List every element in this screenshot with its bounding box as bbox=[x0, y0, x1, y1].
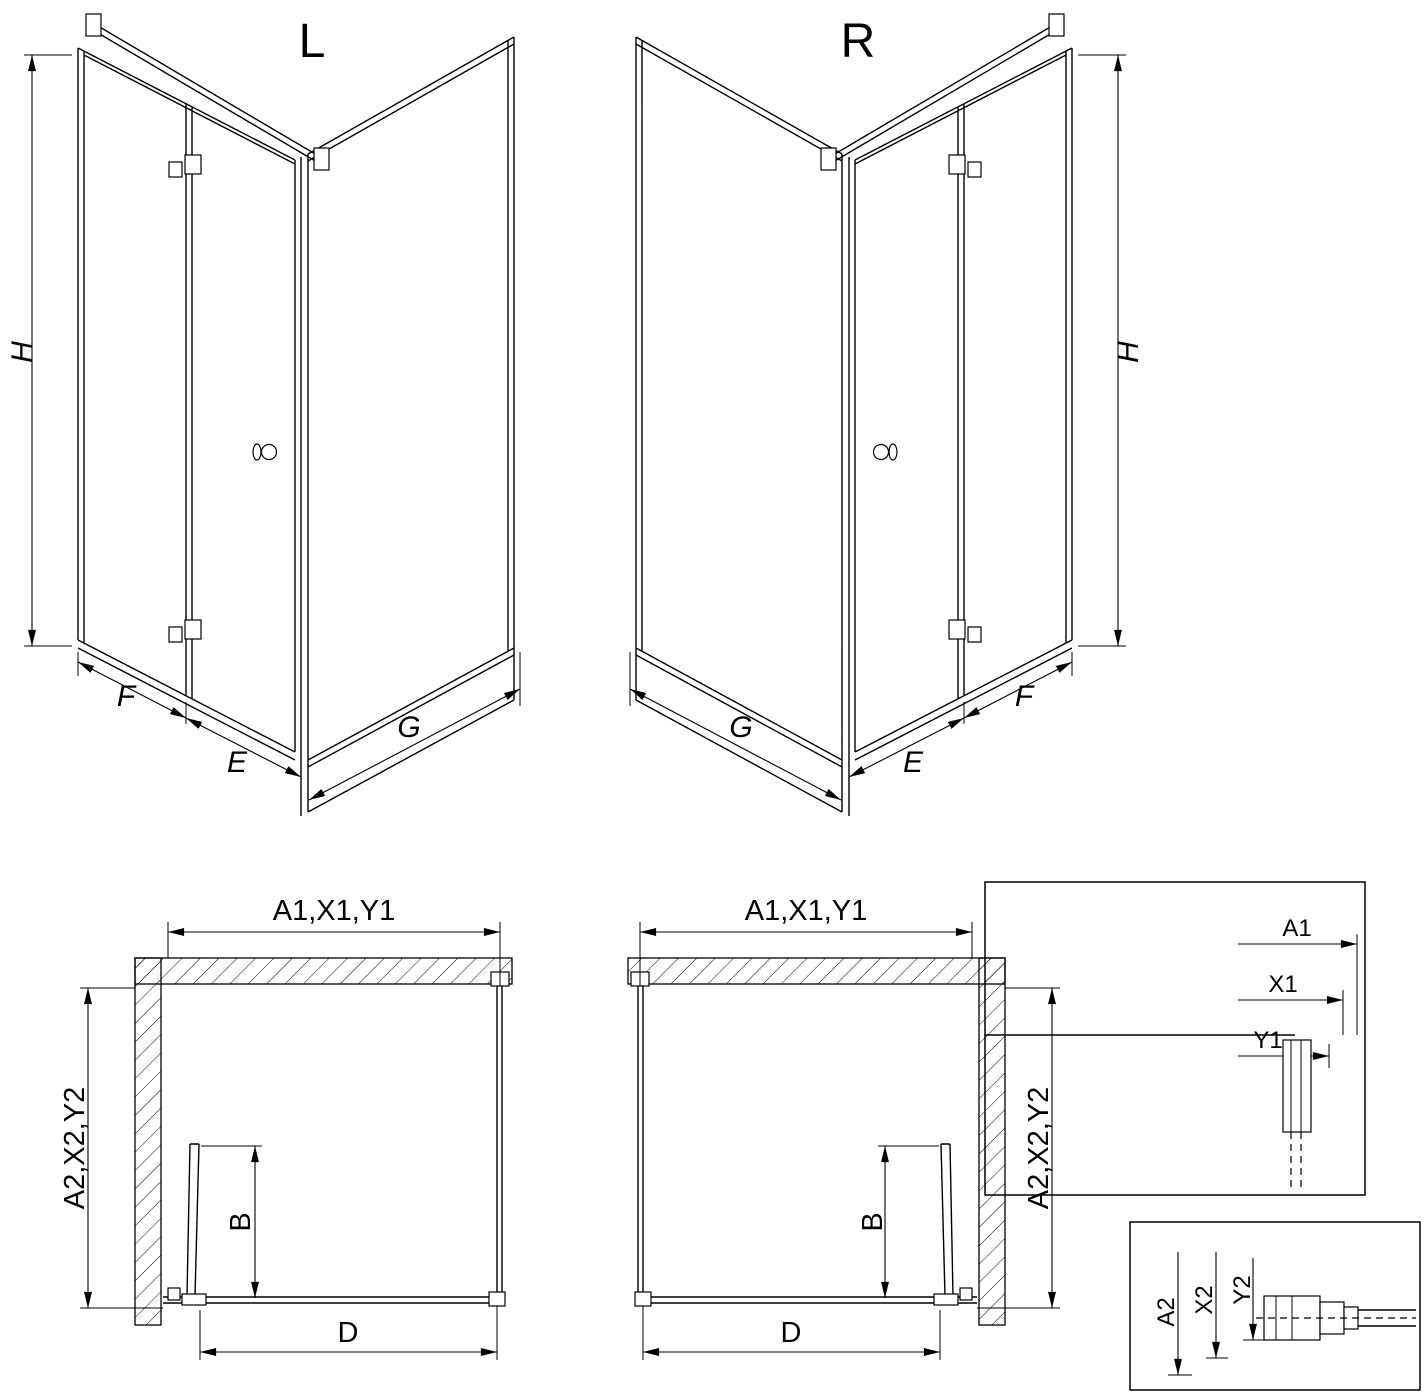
bottom-hinge bbox=[967, 626, 982, 643]
variant-right-label: R bbox=[841, 15, 876, 68]
dim-label-d: D bbox=[781, 1317, 802, 1349]
dim-label-e: E bbox=[903, 746, 924, 779]
profile-inner-lines bbox=[1290, 1040, 1302, 1132]
bottom-hinge bbox=[948, 619, 966, 640]
plan-view-right: A1,X1,Y1 A2,X2,Y2 B D bbox=[627, 895, 1060, 1360]
masonry-wall-side bbox=[134, 957, 162, 1326]
dim-label-x1: X1 bbox=[1268, 971, 1297, 998]
plan-view-left: A1,X1,Y1 A2,X2,Y2 B D bbox=[59, 895, 513, 1360]
door-pivot-fitting bbox=[167, 1287, 181, 1301]
door-pivot-fitting bbox=[181, 1293, 207, 1306]
bottom-hinge bbox=[184, 619, 202, 640]
bottom-hinge bbox=[168, 626, 183, 643]
top-hinge bbox=[967, 161, 982, 178]
left-view-extension-lines bbox=[24, 54, 521, 724]
corner-fitting bbox=[488, 1291, 506, 1307]
top-hinge bbox=[948, 154, 966, 175]
dim-label-y2: Y2 bbox=[1229, 1275, 1256, 1304]
reference-ticks bbox=[1168, 1339, 1265, 1376]
dim-label-b: B bbox=[857, 1212, 889, 1231]
support-bar-corner-bracket bbox=[820, 147, 837, 171]
wall-mount-profile bbox=[1282, 1039, 1312, 1133]
glass-panel-edges bbox=[1358, 1309, 1416, 1327]
left-view-structure-lines bbox=[77, 25, 515, 816]
top-hinge bbox=[184, 154, 202, 175]
door-handle bbox=[872, 443, 898, 461]
support-bar-wall-bracket bbox=[1048, 13, 1065, 37]
masonry-wall-top bbox=[134, 957, 513, 985]
support-bar-corner-bracket bbox=[313, 147, 330, 171]
detail-frame bbox=[1129, 1221, 1421, 1391]
isometric-view-left: L H F E G bbox=[6, 13, 521, 816]
dim-label-h: H bbox=[6, 341, 39, 363]
dim-label-d: D bbox=[338, 1317, 359, 1349]
right-view-extension-lines bbox=[629, 54, 1126, 724]
dim-label-a1: A1 bbox=[1282, 915, 1311, 942]
dim-label-width: A1,X1,Y1 bbox=[745, 895, 868, 927]
masonry-wall-top bbox=[627, 957, 1006, 985]
support-bar-wall-bracket bbox=[85, 13, 102, 37]
dim-label-g: G bbox=[397, 711, 420, 744]
detail-frame bbox=[984, 881, 1366, 1196]
plan-extension-lines bbox=[639, 922, 1060, 1360]
dim-label-a2: A2 bbox=[1153, 1297, 1180, 1326]
plan-glass-and-track-lines bbox=[163, 986, 503, 1304]
dim-label-e: E bbox=[227, 746, 248, 779]
top-hinge bbox=[168, 161, 183, 178]
dim-label-b: B bbox=[225, 1212, 257, 1231]
isometric-view-right: R H F E G bbox=[629, 13, 1145, 816]
dim-label-h: H bbox=[1112, 341, 1145, 363]
door-handle bbox=[252, 443, 278, 461]
detail-view-depth: A2 X2 Y2 bbox=[1129, 1221, 1421, 1391]
detail-view-width: A1 X1 Y1 bbox=[984, 881, 1366, 1196]
dim-label-width: A1,X1,Y1 bbox=[273, 895, 396, 927]
masonry-wall-side bbox=[978, 957, 1006, 1326]
reference-ticks bbox=[1328, 934, 1358, 1068]
corner-fitting bbox=[634, 1291, 652, 1307]
dim-label-f: F bbox=[117, 680, 137, 713]
dimension-line-e bbox=[185, 717, 302, 778]
dimension-line-f bbox=[77, 661, 187, 719]
dimension-line-e bbox=[848, 717, 965, 778]
dim-label-g: G bbox=[729, 711, 752, 744]
dimension-line-g bbox=[308, 688, 521, 801]
door-pivot-fitting bbox=[933, 1293, 959, 1306]
plan-extension-lines bbox=[80, 922, 501, 1360]
right-view-structure-lines bbox=[635, 25, 1073, 816]
plan-glass-and-track-lines bbox=[637, 986, 977, 1304]
dim-label-y1: Y1 bbox=[1253, 1027, 1282, 1054]
dimension-line-f bbox=[963, 661, 1073, 719]
dim-label-f: F bbox=[1015, 680, 1035, 713]
dim-label-x2: X2 bbox=[1191, 1285, 1218, 1314]
glass-panel-dashed bbox=[1290, 1132, 1302, 1190]
dim-label-depth: A2,X2,Y2 bbox=[1023, 1087, 1055, 1210]
variant-left-label: L bbox=[299, 15, 326, 68]
dim-label-depth: A2,X2,Y2 bbox=[59, 1087, 91, 1210]
dimension-line-g bbox=[629, 688, 842, 801]
door-pivot-fitting bbox=[959, 1287, 973, 1301]
